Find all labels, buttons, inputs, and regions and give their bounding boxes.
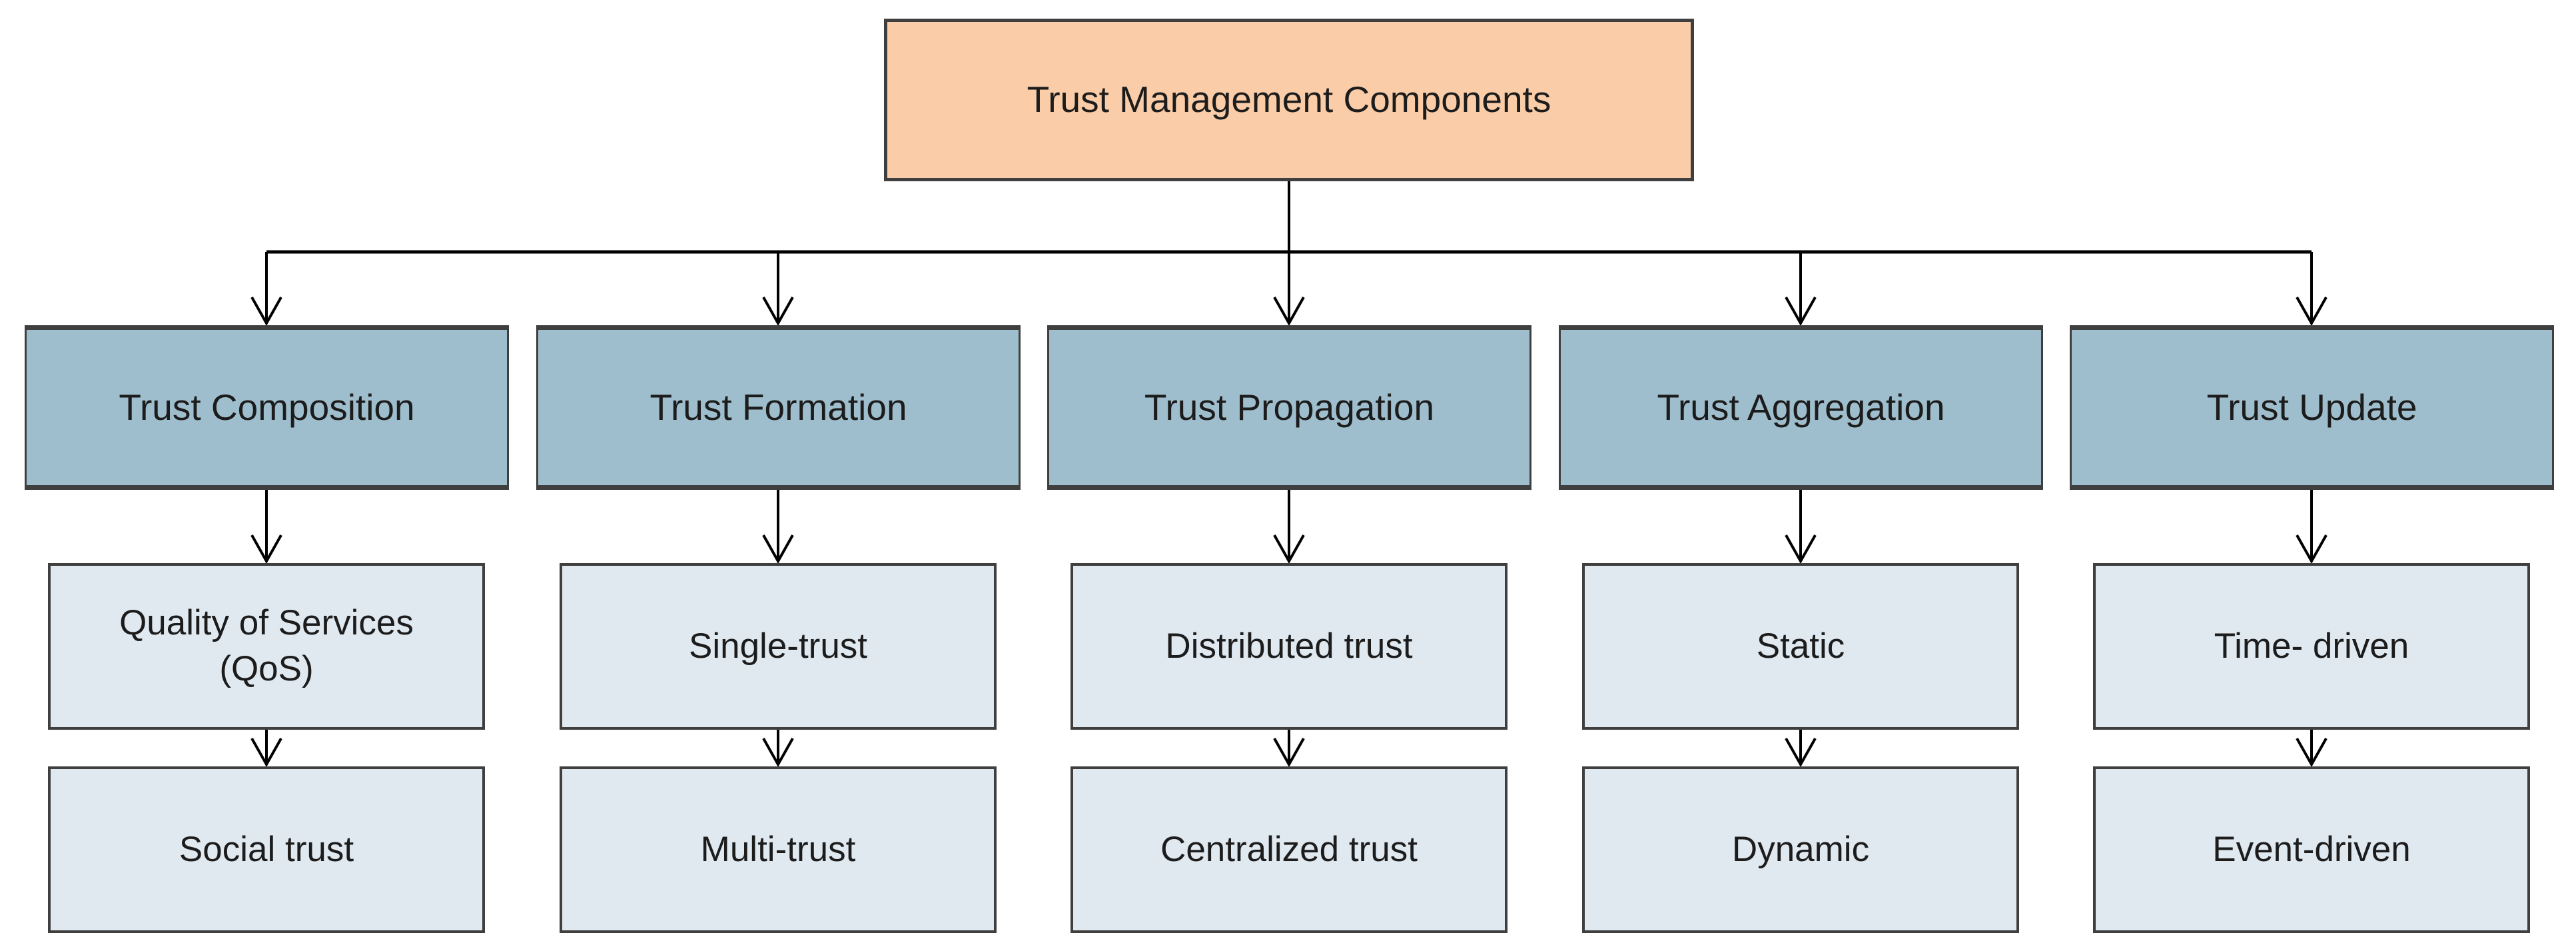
level3-node-time-driven: Time- driven <box>2093 563 2530 730</box>
level3-label: Event-driven <box>2212 829 2411 869</box>
arrow-col1-child1-to-child2 <box>250 730 282 768</box>
arrow-col3-header-to-child1 <box>1273 490 1305 564</box>
level3-node-centralized-trust: Centralized trust <box>1071 766 1507 933</box>
arrow-bus-to-col5 <box>2296 252 2328 327</box>
level3-label: Dynamic <box>1731 829 1870 869</box>
level3-label: Social trust <box>179 829 354 869</box>
level3-node-distributed-trust: Distributed trust <box>1071 563 1507 730</box>
level3-label: Single-trust <box>688 626 868 666</box>
level2-node-trust-formation: Trust Formation <box>536 325 1021 490</box>
level2-label: Trust Formation <box>649 386 907 428</box>
level2-node-trust-update: Trust Update <box>2070 325 2554 490</box>
level3-node-dynamic: Dynamic <box>1582 766 2019 933</box>
level3-node-multi-trust: Multi-trust <box>560 766 997 933</box>
arrow-bus-to-col3 <box>1273 252 1305 327</box>
arrow-col5-header-to-child1 <box>2296 490 2328 564</box>
level2-label: Trust Update <box>2206 386 2417 428</box>
arrow-bus-to-col4 <box>1785 252 1817 327</box>
root-node: Trust Management Components <box>884 19 1694 181</box>
arrow-col4-child1-to-child2 <box>1785 730 1817 768</box>
level3-node-quality-of-services: Quality of Services (QoS) <box>48 563 485 730</box>
level3-label: Multi-trust <box>700 829 856 869</box>
level3-label: Time- driven <box>2214 626 2409 666</box>
level3-label: Distributed trust <box>1165 626 1413 666</box>
level3-label: Quality of Services (QoS) <box>119 603 414 688</box>
level3-node-single-trust: Single-trust <box>560 563 997 730</box>
level3-node-social-trust: Social trust <box>48 766 485 933</box>
arrow-col1-header-to-child1 <box>250 490 282 564</box>
level3-node-static: Static <box>1582 563 2019 730</box>
root-label: Trust Management Components <box>1027 79 1551 121</box>
level2-node-trust-propagation: Trust Propagation <box>1047 325 1531 490</box>
arrow-bus-to-col2 <box>762 252 794 327</box>
level2-label: Trust Aggregation <box>1657 386 1945 428</box>
arrow-col2-child1-to-child2 <box>762 730 794 768</box>
level2-label: Trust Composition <box>119 386 415 428</box>
arrow-col2-header-to-child1 <box>762 490 794 564</box>
level3-node-event-driven: Event-driven <box>2093 766 2530 933</box>
arrow-col5-child1-to-child2 <box>2296 730 2328 768</box>
level2-label: Trust Propagation <box>1144 386 1435 428</box>
level2-node-trust-composition: Trust Composition <box>25 325 509 490</box>
arrow-col4-header-to-child1 <box>1785 490 1817 564</box>
arrow-bus-to-col1 <box>250 252 282 327</box>
level3-label: Centralized trust <box>1160 829 1418 869</box>
arrow-col3-child1-to-child2 <box>1273 730 1305 768</box>
level3-label: Static <box>1756 626 1845 666</box>
level2-node-trust-aggregation: Trust Aggregation <box>1559 325 2043 490</box>
